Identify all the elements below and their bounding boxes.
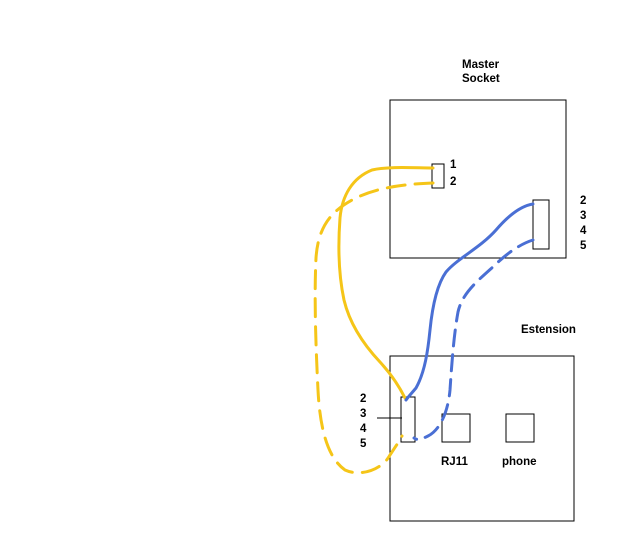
yellow-wire-dashed: [313, 181, 435, 475]
master-socket-title-line1: Master: [462, 59, 500, 71]
master-socket-title-line2: Socket: [462, 73, 500, 85]
master-connector-2-5: [532, 199, 550, 250]
blue-wire-dashed: [412, 238, 535, 441]
extension-pin-5: 5: [360, 438, 367, 450]
phone-label: phone: [502, 456, 537, 468]
blue-wire-solid: [404, 202, 535, 402]
master-socket-box: [389, 99, 567, 259]
master-pin-1: 1: [450, 159, 457, 171]
master-pin-right-3: 3: [580, 210, 586, 222]
extension-box: [389, 355, 575, 522]
extension-pin-2: 2: [360, 393, 366, 405]
phone-socket: [505, 413, 535, 443]
extension-pin-4: 4: [360, 423, 367, 435]
master-pin-right-5: 5: [580, 240, 587, 252]
extension-pin-3: 3: [360, 408, 366, 420]
rj11-label: RJ11: [441, 456, 468, 468]
rj11-socket: [441, 413, 471, 443]
master-pin-2: 2: [450, 176, 456, 188]
yellow-wire-solid: [337, 166, 435, 400]
master-pin-right-4: 4: [580, 225, 587, 237]
master-connector-1-2: [431, 163, 445, 189]
master-pin-right-2: 2: [580, 195, 586, 207]
extension-title: Estension: [521, 324, 576, 336]
